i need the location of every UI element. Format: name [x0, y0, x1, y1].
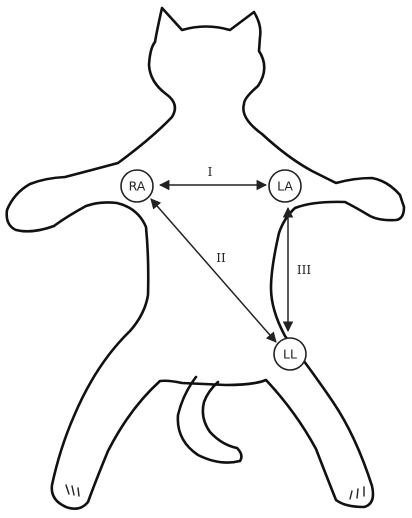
- electrode-la: LA: [269, 170, 301, 202]
- electrode-ra: RA: [121, 170, 153, 202]
- electrode-ra-label: RA: [129, 179, 146, 194]
- electrode-ll-label: LL: [283, 347, 297, 362]
- lead-i-label: I: [208, 165, 213, 179]
- electrode-la-label: LA: [277, 179, 293, 194]
- electrode-ll: LL: [274, 338, 306, 370]
- right-foot-toes: [350, 487, 364, 499]
- lead-iii-label: III: [297, 263, 311, 277]
- cat-body-outline: [7, 8, 404, 509]
- cat-tail: [178, 377, 242, 463]
- lead-ii-arrow: [151, 199, 276, 342]
- lead-ii-label: II: [216, 251, 226, 265]
- left-foot-toes: [66, 485, 79, 496]
